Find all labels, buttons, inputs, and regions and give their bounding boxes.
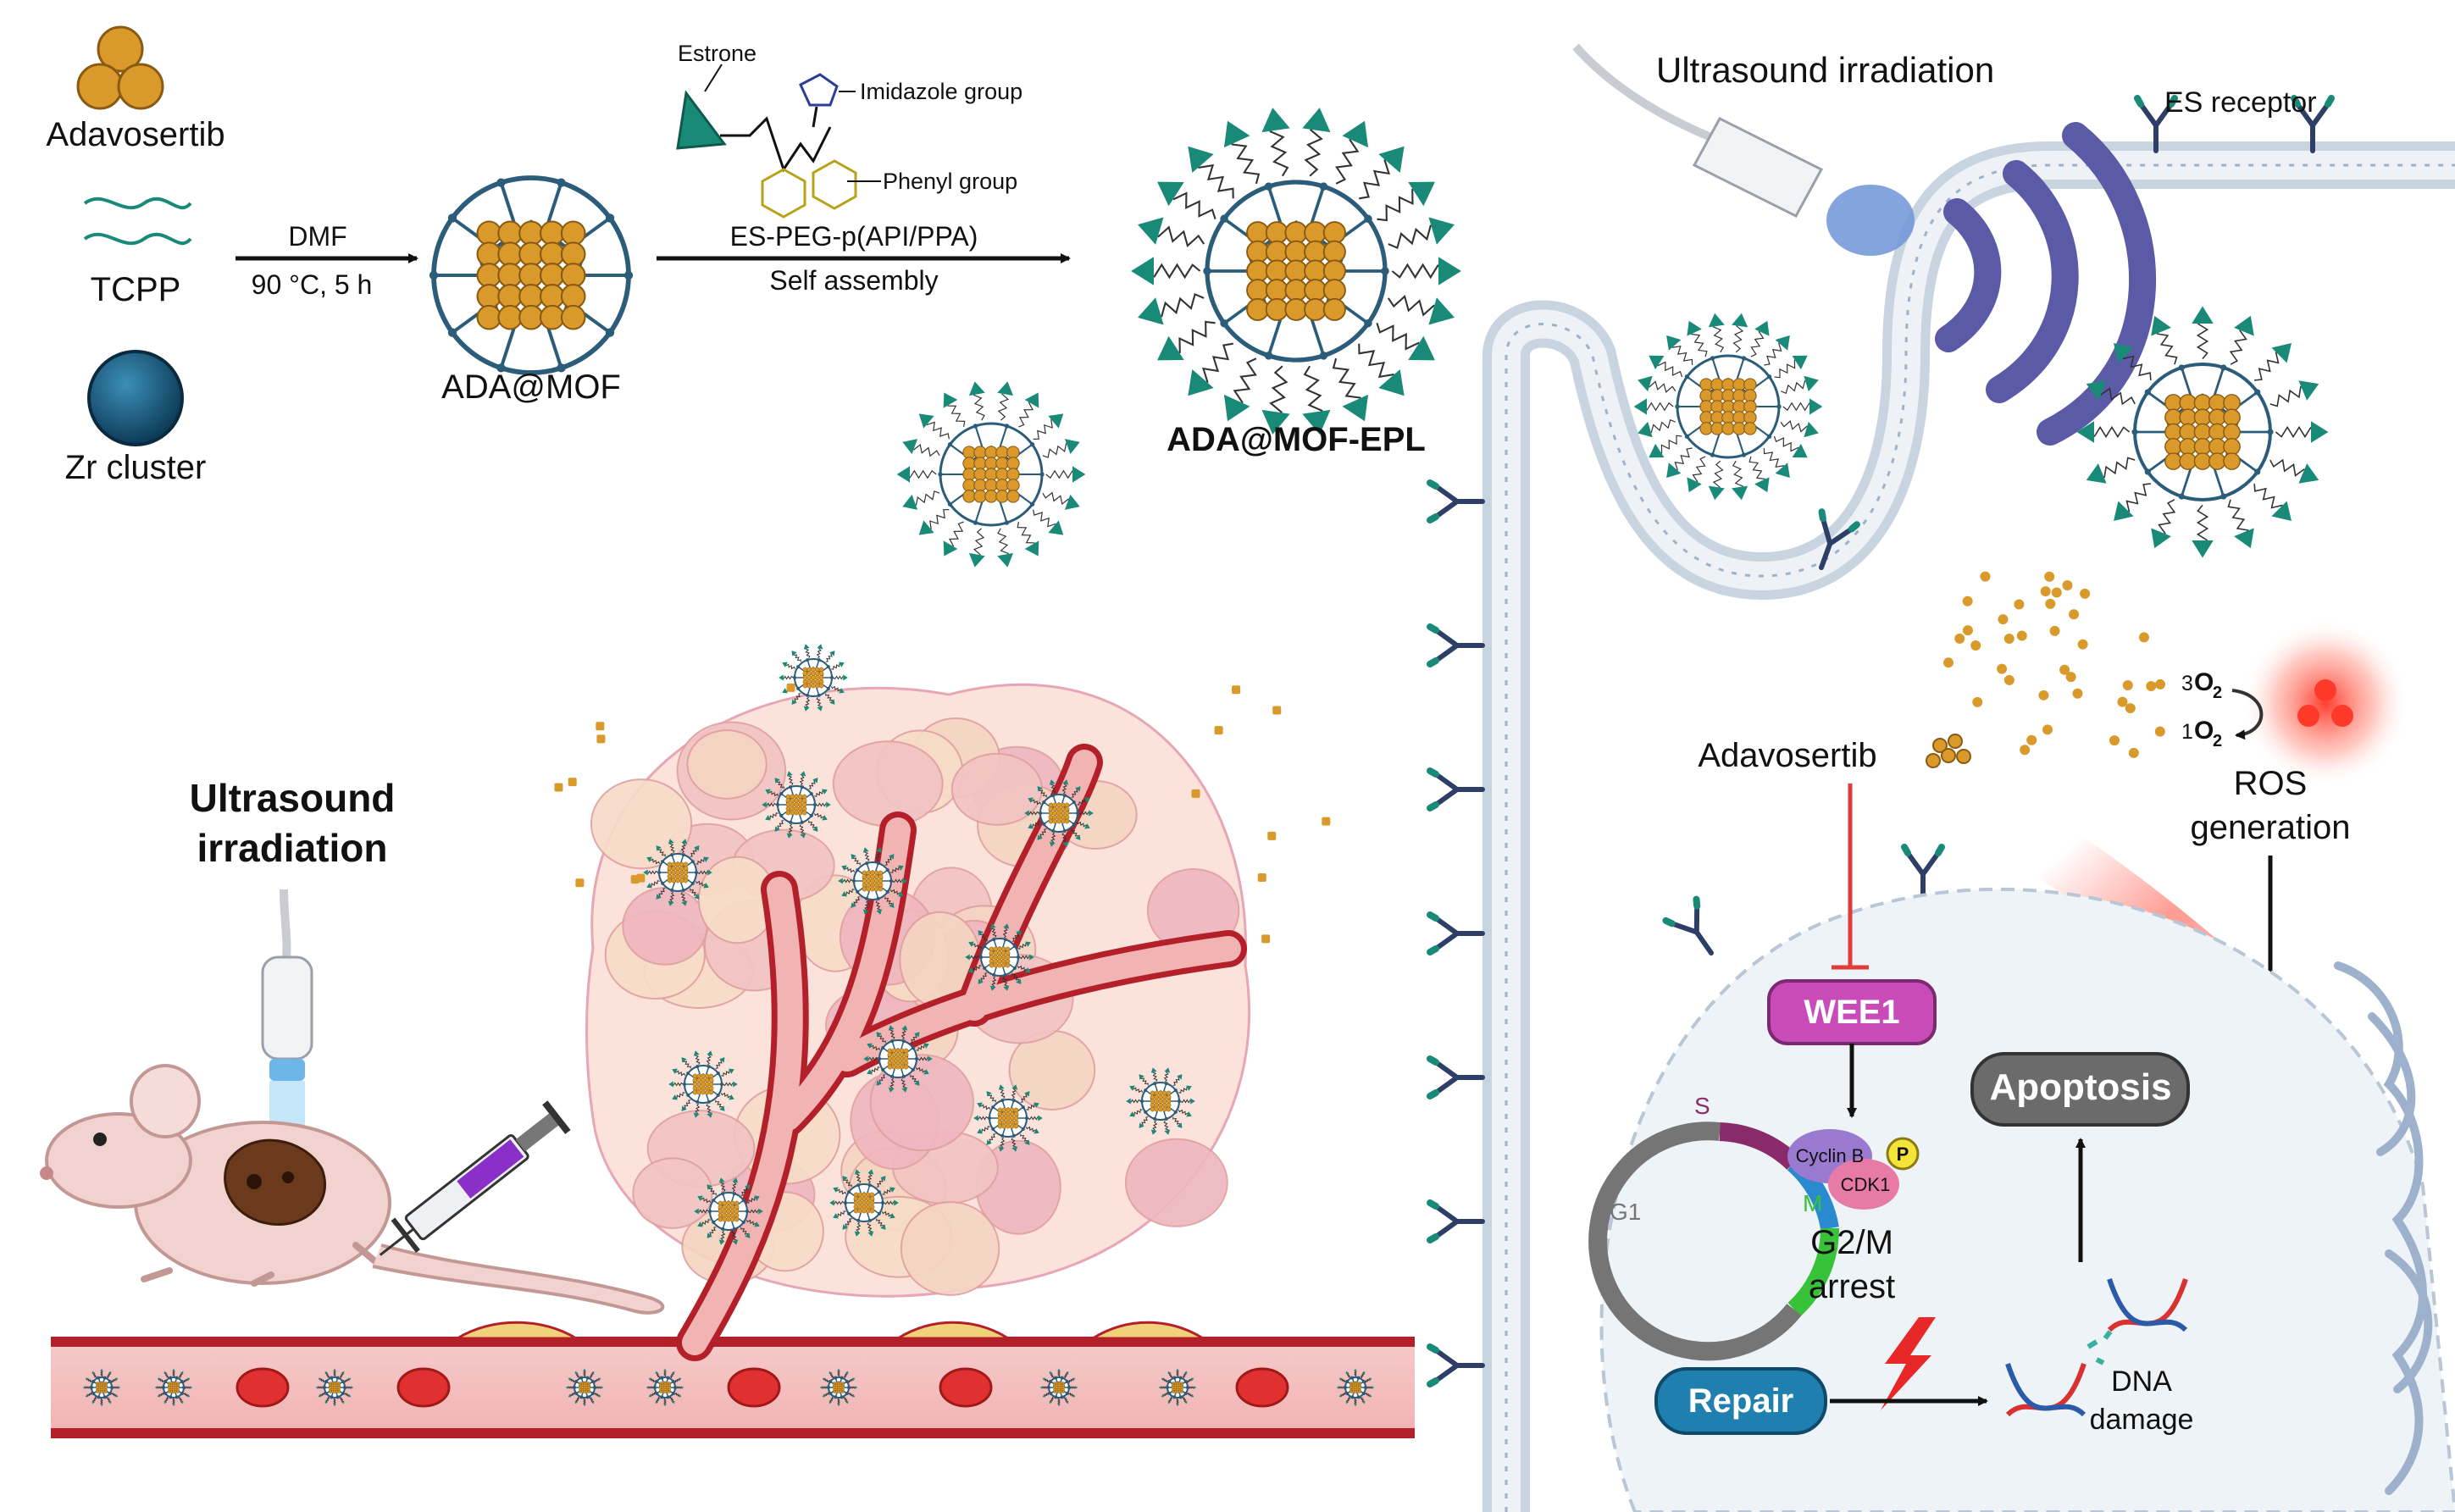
mouse-icon bbox=[40, 1064, 665, 1315]
red-blood-cells bbox=[82, 1367, 1375, 1408]
o2-triplet: O bbox=[2194, 668, 2214, 696]
tcpp-label: TCPP bbox=[91, 271, 181, 308]
o2-singlet-sub: 2 bbox=[2213, 732, 2222, 750]
cell-ultrasound-probe-icon bbox=[1572, 43, 1915, 256]
tumor-vessels bbox=[676, 744, 1247, 1361]
estrone-label: Estrone bbox=[678, 41, 756, 66]
es-receptor-label: ES receptor bbox=[2164, 86, 2317, 119]
ada-mof-epl-nanoparticle-icon bbox=[1131, 108, 1461, 435]
tcpp-icon bbox=[83, 197, 192, 246]
cell-drug-particles bbox=[1943, 571, 2166, 758]
in-vivo-ultrasound-label-1: Ultrasound bbox=[190, 776, 396, 820]
polymer-structure-icon bbox=[676, 73, 857, 219]
tumor-nanoparticles bbox=[643, 644, 1195, 1245]
dna-label-2: damage bbox=[2090, 1404, 2194, 1436]
o2-triplet-sub: 2 bbox=[2213, 684, 2222, 702]
phenyl-label: Phenyl group bbox=[883, 169, 1017, 194]
damage-lightning-icon bbox=[1881, 1317, 1936, 1410]
ada-mof-epl-label: ADA@MOF-EPL bbox=[1167, 421, 1426, 458]
apoptosis-label: Apoptosis bbox=[1989, 1066, 2171, 1108]
oxygen-conversion-arrow bbox=[2231, 689, 2264, 740]
released-drug-particles bbox=[554, 683, 1331, 944]
cyclin-b-cdk1-complex-icon bbox=[1787, 1129, 1920, 1210]
wee1-label: WEE1 bbox=[1804, 994, 1899, 1031]
cdk1-label: CDK1 bbox=[1841, 1174, 1891, 1195]
repair-label: Repair bbox=[1688, 1382, 1794, 1420]
cell-ultrasound-label: Ultrasound irradiation bbox=[1656, 50, 1994, 90]
phase-g1: G1 bbox=[1610, 1199, 1641, 1225]
arrest-label-1: G2/M bbox=[1810, 1224, 1893, 1261]
adavosertib-dots-icon bbox=[1926, 734, 1971, 768]
phospho-label: P bbox=[1897, 1144, 1909, 1165]
apoptosis-box bbox=[1970, 1052, 2190, 1127]
o2-singlet-sup: 1 bbox=[2181, 720, 2193, 744]
arrest-label-2: arrest bbox=[1809, 1268, 1895, 1305]
cell-nanoparticles bbox=[1633, 306, 2329, 558]
zr-cluster-icon bbox=[87, 350, 184, 446]
in-vivo-ultrasound-label-2: irradiation bbox=[197, 826, 388, 870]
dna-label-1: DNA bbox=[2111, 1365, 2172, 1398]
endoplasmic-reticulum-icon bbox=[2334, 961, 2433, 1495]
zr-cluster-label: Zr cluster bbox=[65, 449, 207, 486]
phase-m: M bbox=[1803, 1190, 1822, 1216]
phase-s: S bbox=[1694, 1093, 1710, 1119]
imidazole-label: Imidazole group bbox=[860, 79, 1022, 104]
ros-label-1: ROS bbox=[2234, 765, 2308, 802]
cell-adavosertib-label: Adavosertib bbox=[1698, 737, 1876, 774]
adavosertib-molecule-icon bbox=[76, 25, 164, 110]
o2-triplet-sup: 3 bbox=[2181, 672, 2193, 695]
ultrasound-probe-icon bbox=[261, 889, 313, 1132]
damaged-dna-icon bbox=[2005, 1278, 2188, 1417]
ros-glow bbox=[2241, 618, 2410, 788]
step2-process: Self assembly bbox=[769, 265, 938, 296]
ros-label-2: generation bbox=[2190, 809, 2350, 846]
cell-membrane bbox=[1482, 141, 2455, 1512]
cyclin-b-label: Cyclin B bbox=[1796, 1145, 1865, 1166]
step1-reagent: DMF bbox=[288, 221, 346, 252]
ada-mof-particle-icon bbox=[429, 175, 634, 375]
estrone-leader bbox=[704, 64, 723, 92]
cell-cycle-ring bbox=[1588, 1122, 1840, 1361]
step2-reagent: ES-PEG-p(API/PPA) bbox=[730, 221, 978, 252]
ros-particles-icon bbox=[2297, 679, 2353, 727]
ada-mof-epl-small-nanoparticle-icon bbox=[896, 381, 1086, 568]
adavosertib-label: Adavosertib bbox=[46, 116, 224, 153]
ultrasound-waves bbox=[1935, 122, 2157, 446]
o2-singlet: O bbox=[2194, 717, 2214, 745]
ada-mof-label: ADA@MOF bbox=[441, 368, 621, 406]
syringe-icon bbox=[379, 1100, 571, 1256]
es-receptors bbox=[1427, 95, 2335, 1387]
repair-box bbox=[1654, 1367, 1827, 1435]
step1-conditions: 90 °C, 5 h bbox=[252, 269, 373, 300]
